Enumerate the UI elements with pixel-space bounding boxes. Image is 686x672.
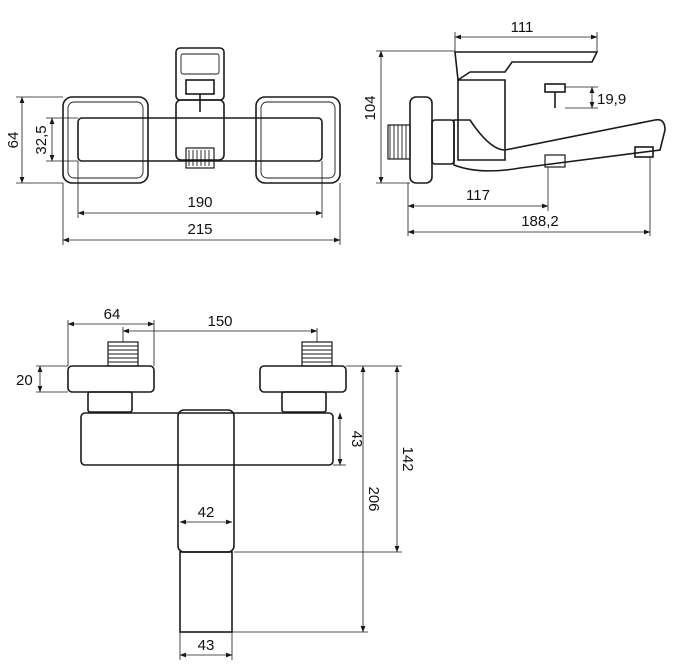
front-view: 64 32,5 190 215 <box>5 47 341 245</box>
dim-lever-width: 42 <box>198 504 215 521</box>
dim-overall-depth-top: 206 <box>365 486 382 511</box>
left-flange-top <box>67 365 155 393</box>
diverter-knob <box>185 79 215 95</box>
dim-flange-thickness: 20 <box>16 372 33 389</box>
lever-handle <box>454 51 599 82</box>
side-view: 111 104 19,9 117 188,2 <box>362 19 666 236</box>
dim-spout-outlet: 117 <box>466 187 490 204</box>
outlet-thread <box>185 147 215 169</box>
dim-front-body-height: 32,5 <box>33 125 50 154</box>
dim-lever-length: 111 <box>511 19 534 36</box>
left-flange <box>62 96 149 184</box>
mixer-body <box>77 117 323 162</box>
right-flange <box>255 96 341 184</box>
right-flange-top <box>259 365 347 393</box>
lever-top <box>177 409 235 553</box>
dim-front-height: 64 <box>5 132 22 149</box>
spout <box>453 118 666 172</box>
dim-centers: 150 <box>207 313 232 330</box>
side-flange <box>409 96 433 184</box>
dim-flange-width: 64 <box>104 306 121 323</box>
dim-front-inner-width: 190 <box>187 194 212 211</box>
diverter-knob-side <box>544 83 566 93</box>
spout-top <box>179 551 233 633</box>
dim-side-height: 104 <box>362 95 379 120</box>
body-top <box>80 412 334 466</box>
dim-body-depth: 43 <box>348 431 365 448</box>
dim-diverter: 19,9 <box>597 91 626 108</box>
dim-spout-depth: 142 <box>399 446 416 471</box>
inlet-thread <box>387 124 411 160</box>
dim-front-overall-width: 215 <box>187 221 212 238</box>
dim-overall-depth: 188,2 <box>521 213 559 230</box>
dim-spout-width: 43 <box>198 637 215 654</box>
top-view: 64 150 20 43 142 206 42 43 <box>16 306 416 660</box>
